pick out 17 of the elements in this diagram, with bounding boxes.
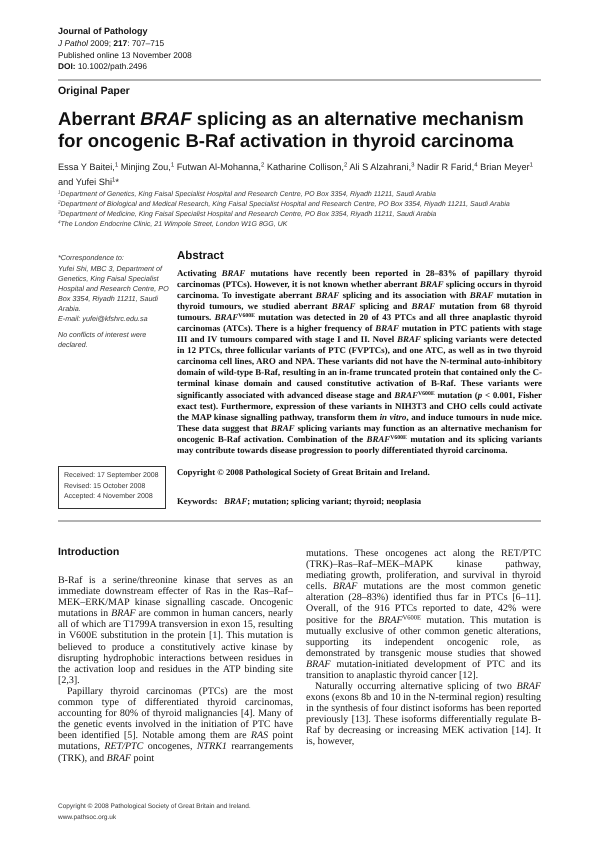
section-heading: Introduction <box>58 546 120 559</box>
body-paragraph: Papillary thyroid carcinomas (PTCs) are the most common type of differentiated thyroid carcinomas, accounting for 80% of thyroid malignancies [4]. Many of the genetic events involved in the initiation of PTC have been identified [5]. Notable among them are RAS point mutations, RET/PTC oncogenes, NTRK1 rearrangements (TRK), and BRAF point <box>58 686 293 764</box>
body-paragraph: Naturally occurring alternative splicing of two BRAF exons (exons 8b and 10 in the N-terminal region) resulting in the synthesis of four distinct isoforms has been reported previously [13]. These isoforms differentially regulate B-Raf by decreasing or increasing MEK activation [14]. It is, however, <box>306 681 541 748</box>
article-type-heading: Original Paper <box>58 85 130 98</box>
article-title: Aberrant BRAF splicing as an alternative mechanism for oncogenic B-Raf activation in thyroid carcinoma <box>58 108 525 151</box>
doi-line: DOI: 10.1002/path.2496 <box>58 61 148 72</box>
publication-note: Published online 13 November 2008 <box>58 50 192 60</box>
copyright-statement: Copyright © 2008 Pathological Society of Great Britain and Ireland. <box>177 467 431 478</box>
journal-name: Journal of Pathology <box>58 26 148 37</box>
body-paragraph: mutations. These oncogenes act along the RET/PTC (TRK)–Ras–Raf–MEK–MAPK kinase pathway, mediating growth, proliferation, and survival in thyroid cells. BRAF mutations are the most common genetic alteration (28–83%) identified thus far in PTCs [6–11]. Overall, of the 916 PTCs reported to date, 42% were positive for the BRAF$^{V600E}$ mutation. This mutation is mutually exclusive of other common genetic alterations, supporting its independent oncogenic role, as demonstrated by transgenic mouse studies that showed BRAF mutation-initiated development of PTC and its transition to anaplastic thyroid cancer [12]. <box>306 548 541 682</box>
citation-line: J Pathol 2009; 217: 707–715 <box>58 38 164 49</box>
section-heading: Abstract <box>177 249 224 263</box>
author-list: Essa Y Baitei,$^{1}$ Minjing Zou,$^{1}$ Futwan Al-Mohanna,$^{2}$ Katharine Collison,$^{2}$ Ali S Alzahrani,$^{3}$ Nadir R Farid,$^{4}$ Brian Meyer$^{1}$ and Yufei Shi$^{1}$* <box>58 160 548 190</box>
keywords-line: Keywords: BRAF; mutation; splicing variant; thyroid; neoplasia <box>177 496 422 508</box>
date-history-box <box>58 466 166 509</box>
body-paragraph: B-Raf is a serine/threonine kinase that serves as an immediate downstream effecter of Ras in the Ras–Raf–MEK–ERK/MAP kinase signalling cascade. Oncogenic mutations in BRAF are common in human cancers, nearly all of which are T1799A transversion in exon 15, resulting in V600E substitution in the protein [1]. This mutation is believed to produce a constitutively active kinase by disrupting hydrophobic interactions between residues in the activation loop and residues in the ATP binding site [2,3]. <box>58 575 293 686</box>
abstract-text: Activating BRAF mutations have recently been reported in 28–83% of papillary thyroid carcinomas (PTCs). However, it is not known whether aberrant BRAF splicing occurs in thyroid carcinoma. To investigate aberrant BRAF splicing and its association with BRAF mutation in thyroid tumours, we studied aberrant BRAF splicing and BRAF mutation from 68 thyroid tumours. BRAF$^{V600E}$ mutation was detected in 20 of 43 PTCs and all three anaplastic thyroid carcinomas (ATCs). There is a higher frequency of BRAF mutation in PTC patients with stage III and IV tumours compared with stage I and II. Novel BRAF splicing variants were detected in 12 PTCs, three follicular variants of PTC (FVPTCs), and one ATC, as well as in two thyroid carcinoma cell lines, ARO and NPA. These variants did not have the N-terminal auto-inhibitory domain of wild-type B-Raf, resulting in an in-frame truncated protein that contained only the C-terminal kinase domain and caused constitutive activation of B-Raf. These variants were significantly associated with advanced disease stage and BRAF$^{V600E}$ mutation (p < 0.001, Fisher exact test). Furthermore, expression of these variants in NIH3T3 and CHO cells could activate the MAP kinase signalling pathway, transform them in vitro, and induce tumours in nude mice. These data suggest that BRAF splicing variants may function as an alternative mechanism for oncogenic B-Raf activation. Combination of the BRAF$^{V600E}$ mutation and its splicing variants may contribute towards disease progression to poorly differentiated thyroid carcinoma. <box>177 268 542 456</box>
